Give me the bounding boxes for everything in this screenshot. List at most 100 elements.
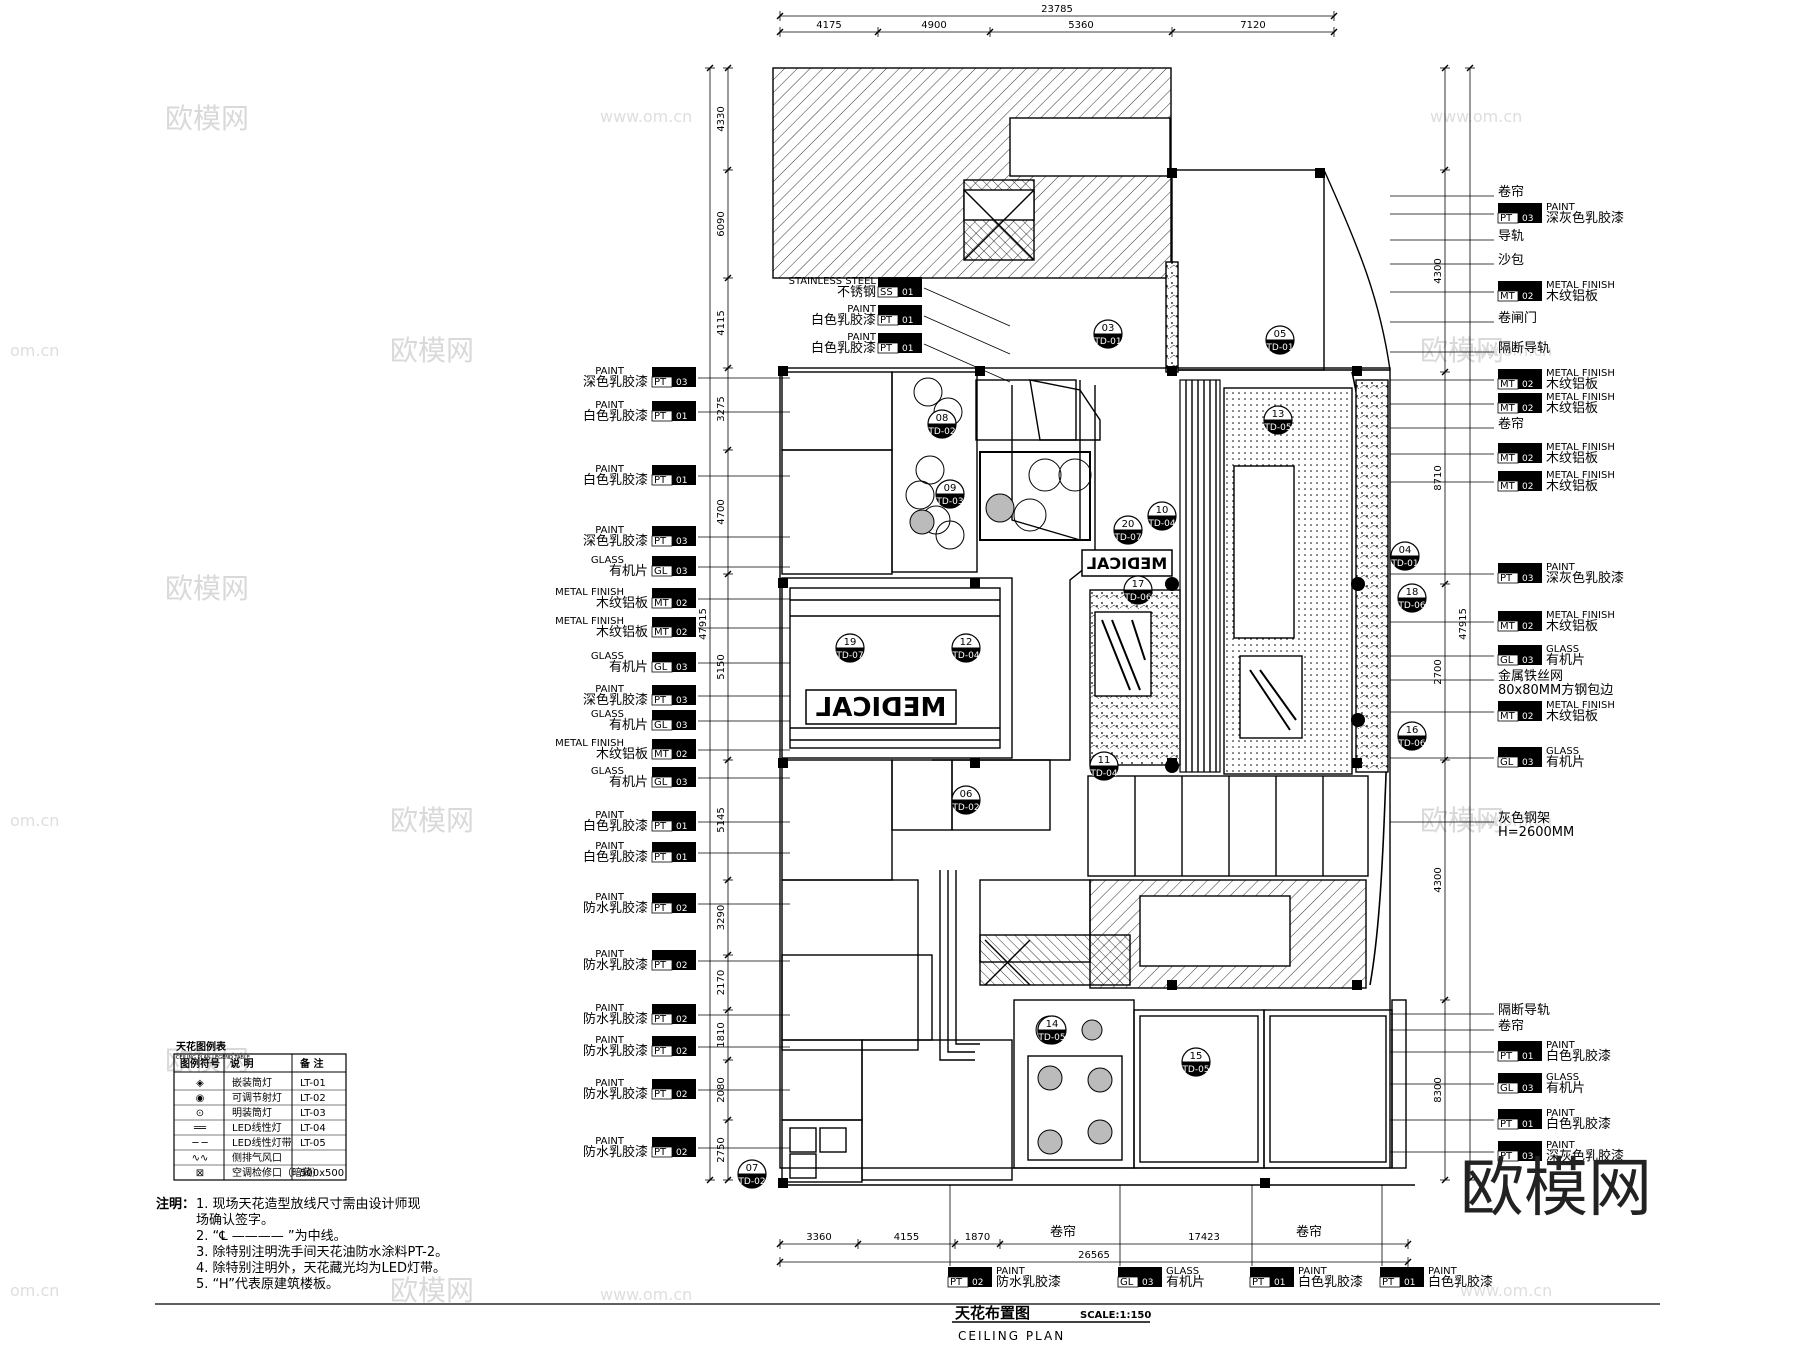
label-text: 深色乳胶漆 <box>583 533 648 549</box>
label-text: PT <box>1500 1119 1513 1130</box>
label-text: 05 <box>1274 329 1287 340</box>
label-text: 木纹铝板 <box>596 596 648 611</box>
label-text: 19 <box>844 637 857 648</box>
label-text: 03 <box>1522 574 1533 584</box>
label-text: 5145 <box>716 807 727 832</box>
label-text: 木纹铝板 <box>596 747 648 762</box>
label-text: 26565 <box>1078 1250 1110 1261</box>
label-text: STAINLESS STEEL <box>789 276 877 287</box>
label-text: PT <box>654 1046 667 1057</box>
label-text: 隔断导轨 <box>1498 1003 1550 1018</box>
label-text: PAINT <box>1546 1140 1576 1151</box>
label-text: GLASS <box>591 766 624 777</box>
label-text: METAL FINISH <box>555 587 624 598</box>
label-text: 3275 <box>716 396 727 421</box>
title-block: 天花布置图 SCALE:1:150 CEILING PLAN <box>155 1303 1660 1343</box>
callout-right: 卷帘 <box>1390 416 1524 432</box>
label-text: PAINT <box>595 1078 625 1089</box>
label-text: 防水乳胶漆 <box>583 1086 648 1102</box>
label-text: 说 明 <box>230 1057 253 1070</box>
label-text: PT <box>1500 1151 1513 1162</box>
label-text: 02 <box>1522 454 1533 464</box>
label-text: PAINT <box>847 304 877 315</box>
label-text: 2. “℄ ———— ”为中线。 <box>196 1229 347 1244</box>
label-text: 防水乳胶漆 <box>583 1144 648 1160</box>
label-text: TD-01 <box>1265 343 1293 353</box>
label-text: 47915 <box>698 608 709 640</box>
label-text: PAINT <box>595 1003 625 1014</box>
label-text: om.cn <box>10 341 59 360</box>
label-text: 01 <box>1404 1278 1415 1288</box>
label-text: 空调检修口（暗藏） <box>232 1166 322 1179</box>
label-text: 04 <box>1399 545 1412 556</box>
label-text: TD-07 <box>1113 533 1141 543</box>
label-text: 木纹铝板 <box>1546 709 1598 724</box>
label-text: 02 <box>1522 380 1533 390</box>
label-text: METAL FINISH <box>1546 368 1615 379</box>
label-text: 有机片 <box>609 564 648 579</box>
label-text: 卷帘 <box>1498 184 1524 200</box>
label-text: TD-02 <box>951 803 979 813</box>
label-text: 欧模网 <box>1420 334 1504 367</box>
label-text: PT <box>654 1089 667 1100</box>
label-text: METAL FINISH <box>1546 700 1615 711</box>
label-text: 明装筒灯 <box>232 1106 272 1119</box>
label-text: PT <box>654 377 667 388</box>
label-text: 80x80MM方钢包边 <box>1498 682 1613 698</box>
label-text: MT <box>1500 711 1516 722</box>
label-text: 深灰色乳胶漆 <box>1546 570 1624 586</box>
label-text: METAL FINISH <box>555 738 624 749</box>
label-text: 1870 <box>965 1232 990 1243</box>
section-markers: 03TD-0105TD-0108TD-0209TD-0313TD-0510TD-… <box>737 319 1427 1189</box>
label-text: 木纹铝板 <box>1546 619 1598 634</box>
label-text: 卷帘 <box>1296 1224 1322 1240</box>
label-text: 02 <box>676 599 687 609</box>
label-text: PT <box>654 695 667 706</box>
label-text: 02 <box>676 1015 687 1025</box>
label-text: 6090 <box>716 211 727 236</box>
label-text: 欧模网 <box>165 572 249 605</box>
legend-symbol-icon: ∿∿ <box>192 1153 209 1164</box>
label-text: 13 <box>1272 409 1285 420</box>
label-text: GL <box>1120 1277 1134 1288</box>
label-text: 深灰色乳胶漆 <box>1546 1148 1624 1164</box>
label-text: www.om.cn <box>600 107 692 126</box>
label-text: TD-04 <box>1147 519 1175 529</box>
label-text: PAINT <box>595 464 625 475</box>
label-text: PAINT <box>595 1136 625 1147</box>
label-text: 500x500 <box>300 1168 344 1179</box>
label-text: 01 <box>1274 1278 1285 1288</box>
label-text: MT <box>1500 379 1516 390</box>
label-text: 木纹铝板 <box>1546 289 1598 304</box>
label-text: MT <box>1500 403 1516 414</box>
brand-watermark: 欧模网 <box>1460 1152 1652 1226</box>
label-text: 12 <box>960 637 973 648</box>
label-text: 有机片 <box>609 718 648 733</box>
label-text: PAINT <box>595 400 625 411</box>
label-text: 白色乳胶漆 <box>1428 1274 1493 1290</box>
label-text: METAL FINISH <box>1546 442 1615 453</box>
label-text: om.cn <box>10 1281 59 1300</box>
label-text: 03 <box>676 778 687 788</box>
label-text: 01 <box>902 288 913 298</box>
label-text: 白色乳胶漆 <box>583 818 648 834</box>
